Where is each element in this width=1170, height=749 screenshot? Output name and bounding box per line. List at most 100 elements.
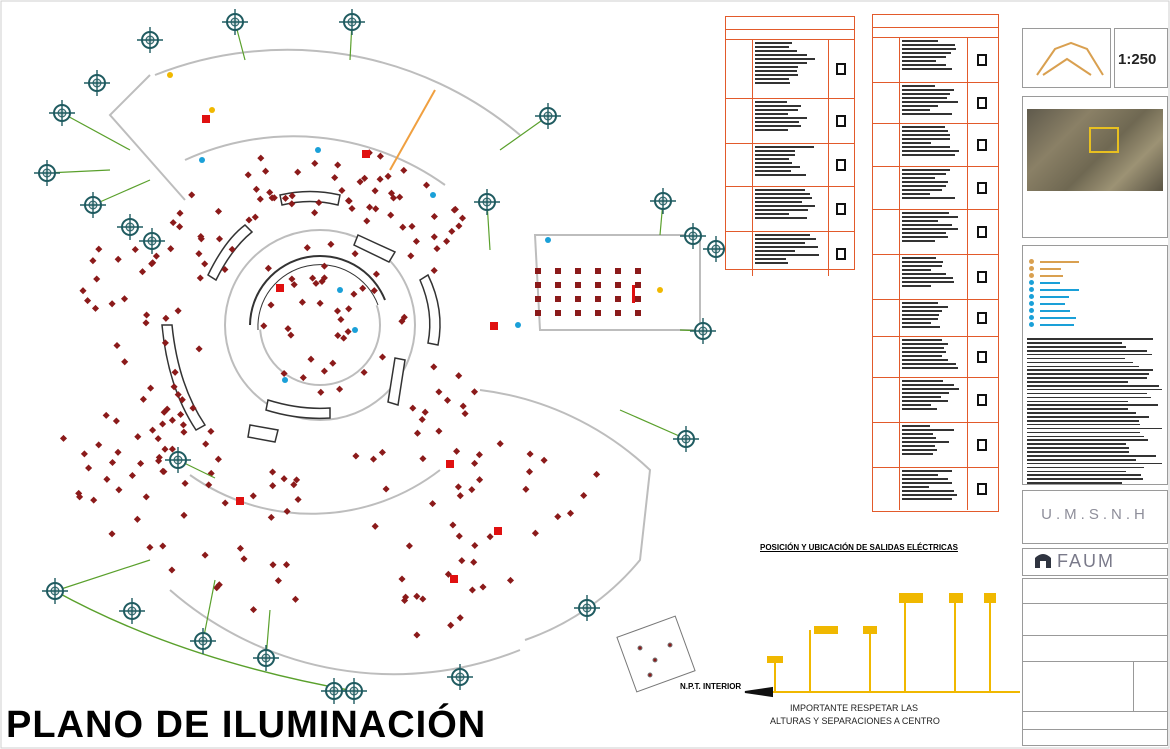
text-line (902, 232, 947, 234)
luminaire-mark (316, 299, 324, 307)
note-text-line (1027, 416, 1150, 418)
luminaire-mark (635, 296, 641, 302)
faum-logo-icon (1035, 554, 1051, 568)
luminaire-mark (59, 434, 68, 442)
luminaire-mark (133, 515, 141, 523)
note-text-line (1027, 420, 1139, 422)
luminaire-mark (389, 194, 398, 202)
text-line (902, 449, 938, 451)
luminaire-mark (196, 274, 204, 282)
note-text-line (1027, 400, 1128, 403)
note-text-line (1027, 458, 1136, 461)
luminaire-mark (197, 235, 205, 243)
note-text-line (1027, 338, 1154, 340)
text-line (902, 216, 959, 218)
luminaire-symbol-icon (977, 483, 987, 495)
luminaire-mark (378, 353, 387, 361)
text-line (755, 146, 814, 148)
luminaire-mark (366, 203, 374, 211)
text-line (755, 262, 789, 264)
text-line (902, 189, 943, 191)
luminaire-mark (195, 345, 203, 353)
luminaire-mark (311, 209, 319, 217)
text-line (902, 134, 951, 136)
text-line (755, 117, 807, 119)
luminaire-mark (372, 205, 380, 213)
note-text-line (1027, 353, 1153, 356)
note-text-line (1027, 381, 1128, 383)
text-line (902, 281, 955, 283)
luminaire-mark (475, 451, 483, 459)
luminaire-mark (294, 495, 302, 504)
table-cell (899, 38, 968, 82)
luminaire-mark (142, 493, 150, 501)
luminaire-mark (344, 328, 352, 336)
light-pole-icon (574, 595, 600, 621)
luminaire-mark (281, 194, 290, 202)
text-line (902, 56, 946, 58)
outdoor-cable (202, 579, 216, 642)
luminaire-mark (221, 499, 229, 507)
luminaire-mark (142, 319, 150, 327)
luminaire-mark (268, 194, 276, 202)
luminaire-mark (318, 277, 326, 286)
scale-box: 1:250 (1114, 28, 1168, 88)
text-line (902, 228, 958, 230)
note-text-line (1027, 427, 1162, 430)
luminaire-mark (430, 212, 438, 221)
luminaire-mark (447, 621, 455, 629)
luminaire-mark (102, 411, 110, 419)
luminaire-mark (595, 310, 601, 316)
luminaire-mark (294, 168, 302, 176)
note-text-line (1027, 342, 1123, 344)
text-line (902, 322, 932, 324)
luminaire-mark (422, 181, 431, 189)
table-row (873, 83, 998, 124)
table-row (873, 124, 998, 167)
luminaire-mark (138, 268, 147, 276)
text-line (902, 101, 958, 103)
note-text-line (1027, 404, 1158, 407)
luminaire-mark (163, 405, 171, 413)
central-benches (161, 190, 441, 443)
luminaire-mark (376, 175, 384, 183)
luminaire-mark (359, 284, 367, 292)
light-pole-icon (673, 426, 699, 452)
luminaire-mark (535, 296, 541, 302)
table-cell (726, 144, 753, 186)
luminaire-mark (370, 287, 378, 295)
luminaire-mark (615, 296, 621, 302)
note-text-line (1027, 455, 1157, 457)
table-subheader (726, 30, 854, 40)
light-pole-icon (650, 188, 676, 214)
luminaire-mark (201, 260, 209, 268)
text-line (755, 62, 807, 64)
luminaire-mark (168, 445, 176, 453)
luminaire-mark (400, 166, 408, 174)
luminaire-mark (471, 541, 479, 550)
legend-list (1029, 258, 1129, 328)
luminaire-mark (376, 152, 384, 160)
luminaire-mark (400, 313, 408, 321)
text-line (755, 250, 796, 252)
luminaire-mark (257, 154, 265, 162)
text-line (755, 70, 797, 72)
light-pole-icon (680, 223, 706, 249)
text-line (902, 146, 951, 148)
outdoor-cable (61, 112, 131, 151)
luminaire-symbol-icon (977, 97, 987, 109)
note-text-line (1027, 361, 1134, 364)
legend-item (1029, 321, 1129, 328)
table-cell (873, 167, 900, 209)
text-line (755, 201, 803, 203)
luminaire-mark (280, 475, 288, 483)
luminaire-mark (340, 334, 348, 342)
luminaire-mark (256, 195, 264, 203)
legend-swatch-icon (1029, 287, 1034, 292)
luminaire-mark (252, 185, 260, 193)
outdoor-cable (92, 179, 151, 206)
luminaire-mark (269, 468, 277, 476)
luminaire-mark (595, 268, 601, 274)
location-map-box (1022, 96, 1168, 238)
luminaire-mark (351, 250, 359, 258)
